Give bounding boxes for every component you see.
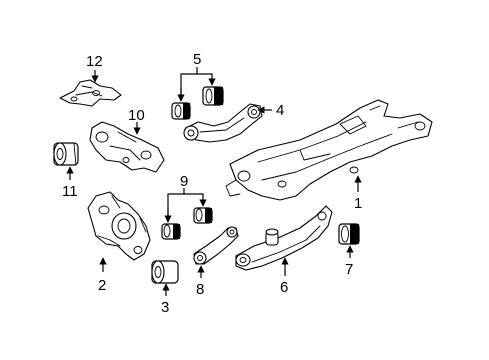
callout-2: 2 bbox=[98, 277, 106, 294]
callout-7: 7 bbox=[345, 261, 353, 278]
bushing-part-11 bbox=[53, 142, 79, 166]
callout-5: 5 bbox=[193, 51, 201, 68]
bushing-part-5a bbox=[171, 102, 191, 120]
lower-arm-part-6 bbox=[235, 205, 333, 271]
bracket-part-10 bbox=[89, 121, 165, 173]
knuckle-part-2 bbox=[87, 191, 151, 261]
bushing-part-9a bbox=[161, 223, 181, 240]
bracket-part-12 bbox=[59, 79, 122, 107]
callout-labels: 12 10 11 2 3 5 4 1 9 8 6 7 bbox=[62, 51, 362, 316]
leader-9-bracket bbox=[167, 193, 207, 222]
callout-1: 1 bbox=[354, 195, 362, 212]
callout-8: 8 bbox=[196, 281, 204, 298]
bushing-part-9b bbox=[193, 207, 213, 224]
bushing-part-7 bbox=[338, 223, 360, 245]
callout-3: 3 bbox=[161, 299, 169, 316]
link-part-8 bbox=[193, 226, 239, 265]
callout-9: 9 bbox=[180, 173, 188, 190]
callout-4: 4 bbox=[276, 102, 284, 119]
callout-10: 10 bbox=[128, 107, 145, 124]
bushing-part-5b bbox=[202, 86, 224, 106]
bushing-part-3 bbox=[151, 260, 179, 284]
callout-12: 12 bbox=[86, 53, 103, 70]
callout-6: 6 bbox=[280, 279, 288, 296]
callout-11: 11 bbox=[62, 183, 78, 200]
subframe-part-1 bbox=[225, 99, 433, 201]
leader-lines bbox=[66, 67, 362, 296]
upper-arm-part-4 bbox=[183, 103, 263, 143]
